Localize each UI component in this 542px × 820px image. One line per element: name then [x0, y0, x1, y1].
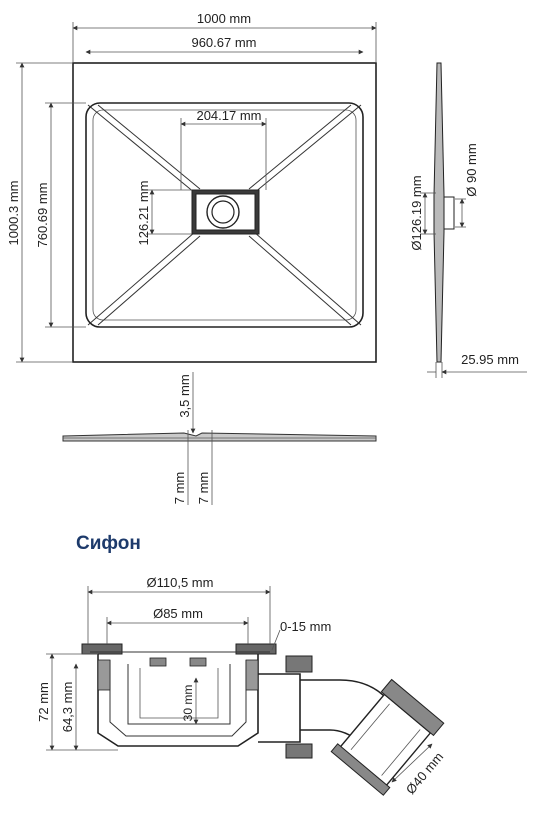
slope-diagonals: [87, 104, 362, 326]
tray-basin-outline: [85, 102, 364, 328]
dim-height-inner: 760.69 mm: [35, 182, 50, 247]
siphon-drawing: Ø110,5 mm Ø85 mm 0-15 mm 72 mm 64,3 mm 3…: [36, 575, 446, 797]
tray-profile-view: 3,5 mm 7 mm 7 mm: [62, 372, 377, 505]
siphon-title: Сифон: [76, 533, 141, 554]
side-drain-pipe: [443, 196, 455, 230]
dim-side-thickness: 25.95 mm: [461, 352, 519, 367]
dim-profile-depth-left: 7 mm: [172, 472, 187, 505]
dim-height-outer: 1000.3 mm: [6, 180, 21, 245]
dim-side-pipe-diameter: Ø 90 mm: [464, 143, 479, 196]
dim-siphon-inner-diameter: Ø85 mm: [153, 606, 203, 621]
dim-profile-depth-right: 7 mm: [196, 472, 211, 505]
dim-width-inner: 960.67 mm: [191, 35, 256, 50]
tray-outer-outline: [72, 62, 377, 363]
dim-drain-width: 204.17 mm: [196, 108, 261, 123]
dim-profile-slope: 3,5 mm: [177, 374, 192, 417]
dim-siphon-adjust: 0-15 mm: [280, 619, 331, 634]
drain-inner-ring: [211, 200, 235, 224]
dim-siphon-water-seal: 30 mm: [181, 685, 195, 722]
tray-side-view: Ø126.19 mm Ø 90 mm 25.95 mm: [409, 62, 527, 378]
tray-top-view: 1000 mm 960.67 mm 204.17 mm 126.21 mm 10…: [6, 11, 377, 363]
dim-width-outer: 1000 mm: [197, 11, 251, 26]
dim-siphon-total-height: 72 mm: [36, 682, 51, 722]
dim-siphon-outer-diameter: Ø110,5 mm: [147, 575, 214, 590]
dim-side-drain-diameter: Ø126.19 mm: [409, 175, 424, 250]
dim-drain-height: 126.21 mm: [136, 180, 151, 245]
tray-basin-inner-outline: [92, 109, 357, 321]
dim-siphon-body-height: 64,3 mm: [60, 682, 75, 733]
